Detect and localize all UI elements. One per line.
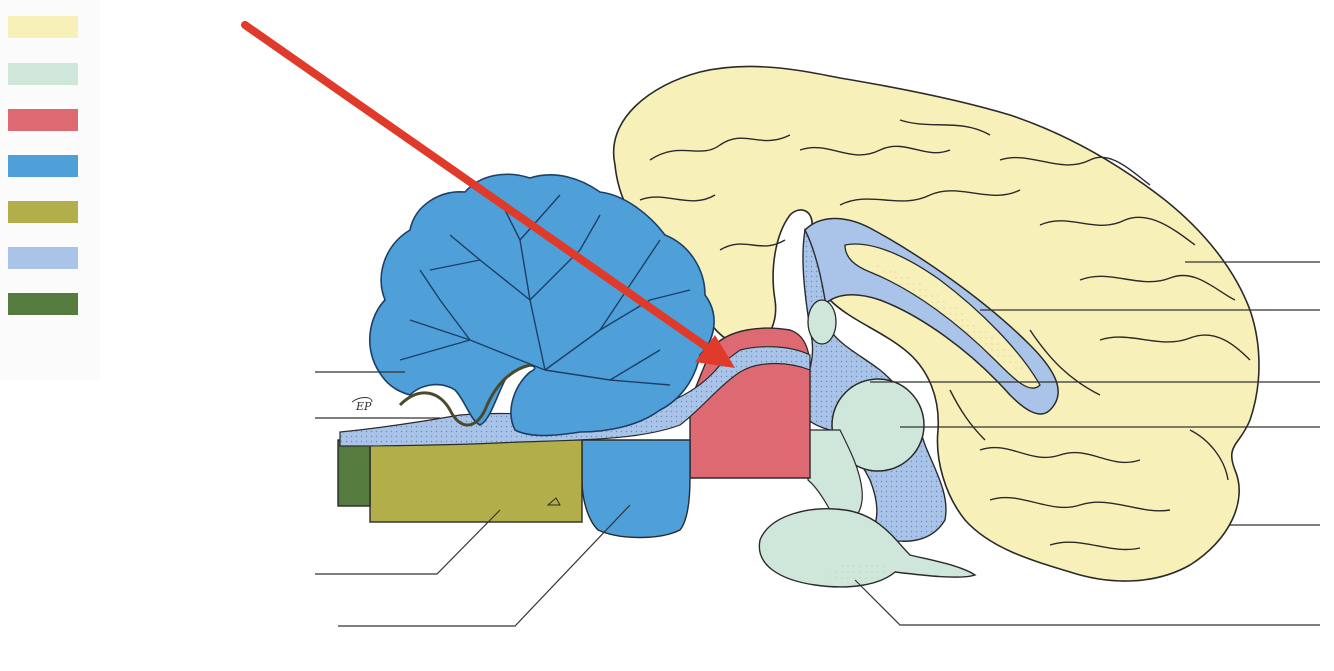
pineal-body: [808, 300, 836, 344]
artist-signature: EP: [352, 398, 372, 414]
pons: [582, 440, 690, 538]
signature-text: EP: [355, 400, 372, 413]
medulla: [370, 440, 582, 522]
spinal-cord: [338, 440, 370, 506]
